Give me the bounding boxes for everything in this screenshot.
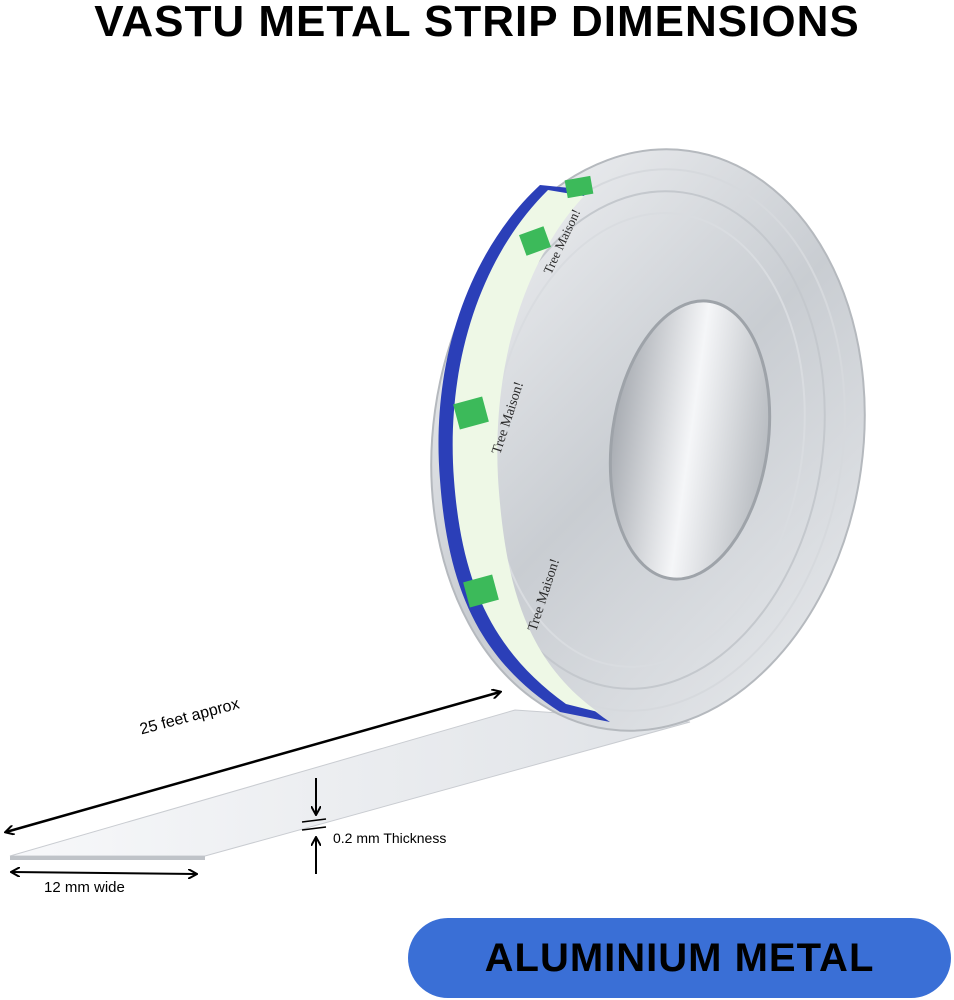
width-label: 12 mm wide [44,879,125,896]
width-arrow [12,872,196,874]
material-badge: ALUMINIUM METAL [408,918,951,998]
length-arrow [6,692,500,832]
shopping-bag-logo-icon [453,175,594,608]
tape-roll [430,148,866,732]
thickness-label: 0.2 mm Thickness [333,830,447,846]
metal-strip-edge [10,856,205,860]
page-title: VASTU METAL STRIP DIMENSIONS [94,0,860,46]
material-badge-text: ALUMINIUM METAL [484,935,875,980]
thickness-indicator [301,778,327,874]
